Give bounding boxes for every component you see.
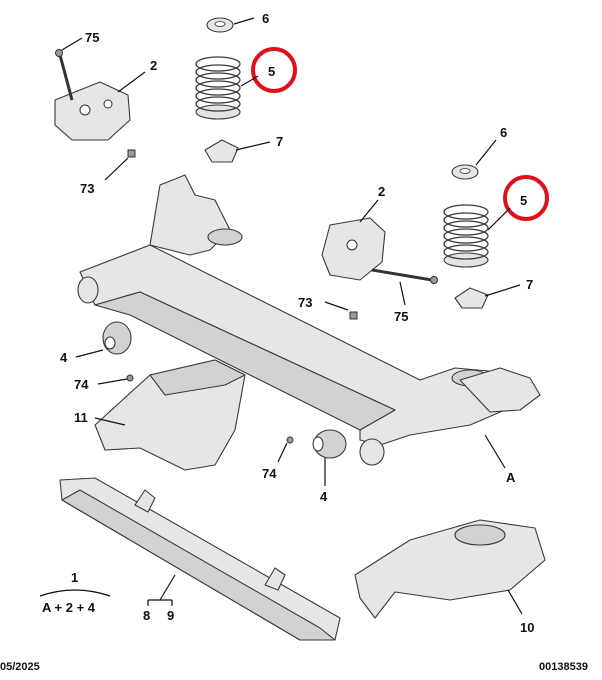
coil-spring-left[interactable]	[195, 56, 241, 120]
callout-2-right: 2	[378, 184, 385, 199]
bushing-bolt-74-left[interactable]	[126, 374, 134, 382]
mounting-bracket-right[interactable]	[321, 217, 386, 281]
lower-spring-seat-left[interactable]	[204, 139, 239, 163]
mounting-bracket-left[interactable]	[54, 81, 131, 141]
callout-73-right: 73	[298, 295, 312, 310]
bushing-bolt-74-right[interactable]	[286, 436, 294, 444]
callout-9: 9	[167, 608, 174, 623]
callout-75-right: 75	[394, 309, 408, 324]
callout-5-left: 5	[268, 64, 275, 79]
callout-4-left: 4	[60, 350, 68, 365]
callout-74-right: 74	[262, 466, 277, 481]
protective-shield-11[interactable]	[94, 359, 246, 471]
highlight-ring-right	[503, 175, 549, 221]
callout-74-left: 74	[74, 377, 89, 392]
callout-1-composition: A + 2 + 4	[42, 600, 96, 615]
silent-block-bushing-right[interactable]	[312, 429, 347, 459]
callout-2-left: 2	[150, 58, 157, 73]
nut-73-right[interactable]	[349, 311, 358, 320]
callout-73-left: 73	[80, 181, 94, 196]
callout-A: A	[506, 470, 516, 485]
upper-spring-seat-right[interactable]	[451, 164, 479, 180]
footer-date: 05/2025	[0, 661, 40, 673]
nut-73-left[interactable]	[127, 149, 136, 158]
lower-spring-seat-right[interactable]	[454, 287, 489, 309]
coil-spring-right[interactable]	[443, 204, 489, 268]
highlight-ring-left	[251, 47, 297, 93]
bolt-75-left[interactable]	[55, 49, 74, 101]
rear-axle-beam[interactable]	[77, 174, 541, 466]
callout-7-right: 7	[526, 277, 533, 292]
bolt-75-right[interactable]	[371, 268, 438, 284]
callout-6-left: 6	[262, 11, 269, 26]
callout-8: 8	[143, 608, 150, 623]
silent-block-bushing-left[interactable]	[102, 321, 132, 355]
callout-7-left: 7	[276, 134, 283, 149]
callout-11: 11	[74, 410, 88, 425]
underbody-rail-8-9[interactable]	[59, 477, 341, 641]
upper-spring-seat-left[interactable]	[206, 17, 234, 33]
protective-shield-10[interactable]	[354, 519, 546, 619]
callout-75-left: 75	[85, 30, 99, 45]
callout-5-right: 5	[520, 193, 527, 208]
callout-4-right: 4	[320, 489, 328, 504]
callout-10: 10	[520, 620, 534, 635]
footer-reference-number: 00138539	[539, 661, 588, 673]
callout-6-right: 6	[500, 125, 507, 140]
callout-1: 1	[71, 570, 78, 585]
leader-lines	[39, 17, 523, 615]
